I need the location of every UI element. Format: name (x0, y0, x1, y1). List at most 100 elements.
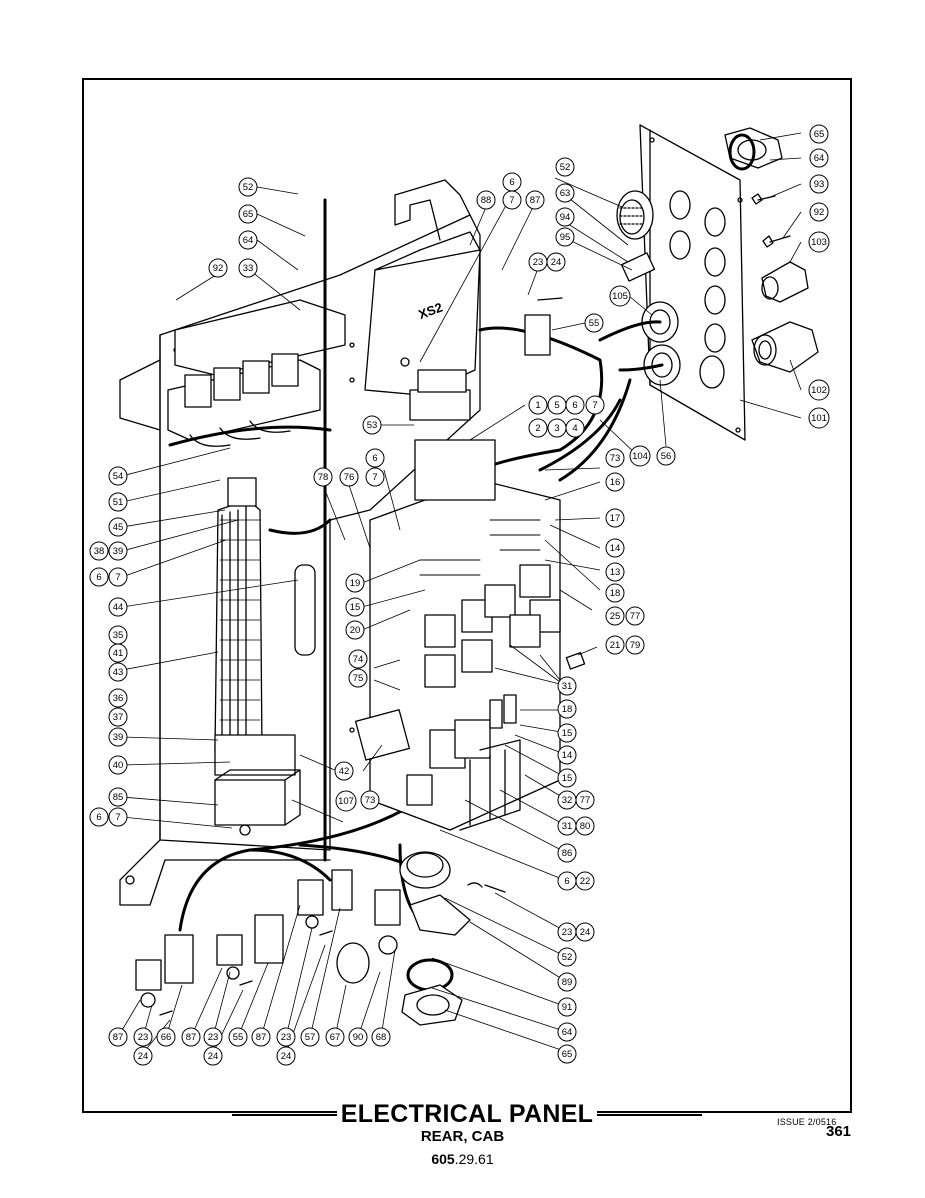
terminal-block-strip (214, 477, 296, 776)
callout-label: 74 (353, 654, 364, 665)
callout-label: 66 (161, 1032, 172, 1043)
callout-65: 65 (238, 204, 258, 224)
callout-label: 2 (535, 423, 540, 434)
callout-label: 19 (350, 578, 361, 589)
callout-102: 102 (808, 379, 830, 401)
callout-label: 65 (243, 209, 254, 220)
callout-label: 20 (350, 625, 361, 636)
callout-35: 35 (108, 625, 128, 645)
callout-6: 6 (365, 448, 385, 468)
callout-94: 94 (555, 207, 575, 227)
callout-label: 13 (610, 567, 621, 578)
callout-label: 55 (589, 318, 600, 329)
callout-24: 24 (133, 1046, 153, 1066)
callout-label: 92 (814, 207, 825, 218)
callout-44: 44 (108, 597, 128, 617)
callout-label: 17 (610, 513, 621, 524)
callout-label: 90 (353, 1032, 364, 1043)
callout-55: 55 (228, 1027, 248, 1047)
callout-label: 67 (330, 1032, 341, 1043)
callout-6: 6 (89, 567, 109, 587)
callout-label: 7 (509, 195, 514, 206)
callout-31: 31 (557, 816, 577, 836)
callout-40: 40 (108, 755, 128, 775)
callout-13: 13 (605, 562, 625, 582)
callout-17: 17 (605, 508, 625, 528)
callout-32: 32 (557, 790, 577, 810)
callout-95: 95 (555, 227, 575, 247)
callout-label: 18 (562, 704, 573, 715)
cable-gland-103 (761, 261, 809, 303)
callout-7: 7 (502, 190, 522, 210)
callout-107: 107 (335, 790, 357, 812)
callout-6: 6 (89, 807, 109, 827)
callout-label: 38 (94, 546, 105, 557)
callout-51: 51 (108, 492, 128, 512)
callout-87: 87 (251, 1027, 271, 1047)
section-code-rest: .29.61 (454, 1151, 494, 1167)
leader-lines (117, 132, 802, 1054)
callout-label: 73 (365, 795, 376, 806)
section-code-bold: 605 (431, 1151, 455, 1167)
callout-91: 91 (557, 997, 577, 1017)
callout-15: 15 (557, 723, 577, 743)
callout-label: 104 (632, 451, 648, 462)
callout-39: 39 (108, 541, 128, 561)
callout-label: 16 (610, 477, 621, 488)
connector-55 (524, 314, 551, 356)
callout-24: 24 (546, 252, 566, 272)
callout-label: 1 (535, 400, 540, 411)
callout-label: 6 (564, 876, 569, 887)
callout-label: 87 (530, 195, 541, 206)
callout-36: 36 (108, 688, 128, 708)
callout-label: 42 (339, 766, 350, 777)
section-code: 605.29.61 (0, 1151, 925, 1167)
callout-15: 15 (345, 597, 365, 617)
callout-7: 7 (365, 467, 385, 487)
callout-57: 57 (300, 1027, 320, 1047)
callout-7: 7 (108, 567, 128, 587)
callout-92: 92 (809, 202, 829, 222)
callout-43: 43 (108, 662, 128, 682)
callout-38: 38 (89, 541, 109, 561)
callout-label: 6 (96, 812, 101, 823)
callout-68: 68 (371, 1027, 391, 1047)
callout-88: 88 (476, 190, 496, 210)
callout-41: 41 (108, 643, 128, 663)
plug-90 (378, 935, 398, 955)
bolt-23 (537, 297, 563, 301)
callout-31: 31 (557, 676, 577, 696)
callout-label: 14 (562, 750, 573, 761)
callout-64: 64 (238, 230, 258, 250)
callout-label: 7 (592, 400, 597, 411)
bolt-23-bottom (467, 882, 506, 893)
callout-label: 36 (113, 693, 124, 704)
callout-76: 76 (339, 467, 359, 487)
callout-78: 78 (313, 467, 333, 487)
callout-label: 23 (562, 927, 573, 938)
callout-56: 56 (656, 446, 676, 466)
callout-label: 73 (610, 453, 621, 464)
callout-label: 65 (814, 129, 825, 140)
callout-53: 53 (362, 415, 382, 435)
callout-label: 57 (305, 1032, 316, 1043)
callout-73: 73 (605, 448, 625, 468)
relay-85 (214, 769, 301, 836)
callout-label: 93 (814, 179, 825, 190)
callout-24: 24 (575, 922, 595, 942)
callout-label: 105 (612, 291, 628, 302)
callout-5: 5 (547, 395, 567, 415)
callout-63: 63 (555, 183, 575, 203)
callout-label: 80 (580, 821, 591, 832)
callout-65: 65 (557, 1044, 577, 1064)
callout-label: 79 (630, 640, 641, 651)
callout-label: 64 (814, 153, 825, 164)
callout-24: 24 (203, 1046, 223, 1066)
callout-52: 52 (238, 177, 258, 197)
callout-label: 33 (243, 263, 254, 274)
nut-65-top (724, 127, 783, 171)
callout-6: 6 (557, 871, 577, 891)
issue-text: ISSUE 2/05 (777, 1117, 827, 1127)
callout-label: 51 (113, 497, 124, 508)
